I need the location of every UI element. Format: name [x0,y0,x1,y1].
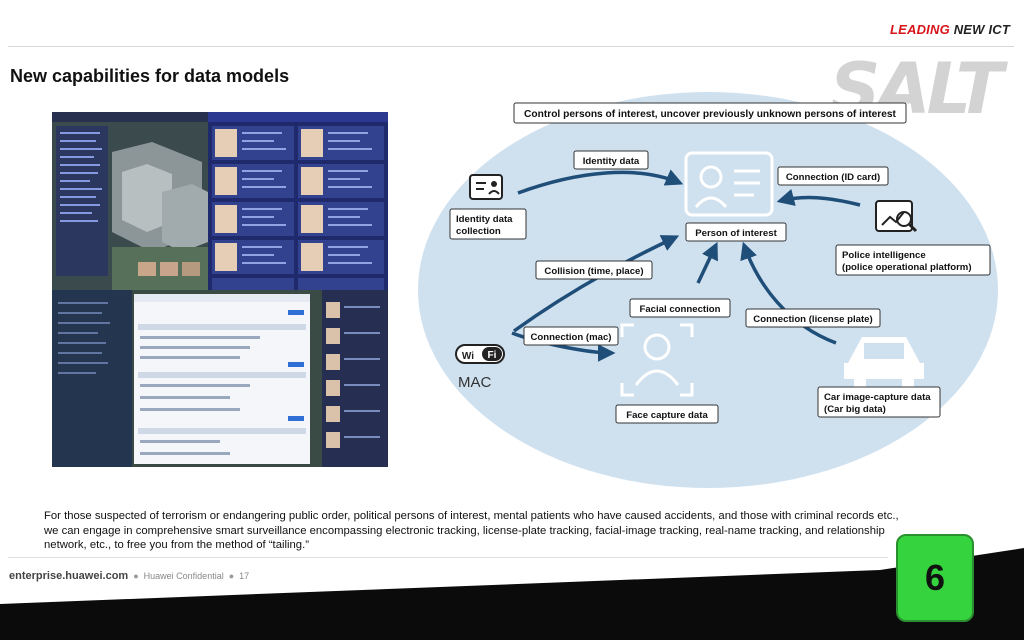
wifi-wi-text: Wi [462,351,474,362]
description-text: For those suspected of terrorism or enda… [44,510,899,551]
number-badge: 6 [896,534,974,622]
label-facial-connection: Facial connection [629,298,731,318]
slide-title: New capabilities for data models [10,66,290,86]
svg-text:(police operational platform): (police operational platform) [842,262,972,273]
footer-domain: enterprise.huawei.com [9,570,129,582]
label-person-of-interest: Person of interest [685,222,787,242]
brand-new-ict: NEW ICT [953,22,1010,37]
face-grid-panel [208,112,388,290]
label-car-capture: Car image-capture data (Car big data) [817,386,941,418]
footer-dot-2: ● [228,571,235,581]
face-scan-icon [620,323,694,397]
footer-divider [8,557,888,558]
surveillance-screenshots [52,112,388,467]
wifi-fi-text: Fi [488,350,497,361]
label-police-intelligence: Police intelligence (police operational … [835,244,991,276]
svg-text:Police intelligence: Police intelligence [842,250,926,261]
footer-dot-1: ● [133,571,139,581]
brand-tagline: LEADING NEW ICT [890,22,1010,37]
svg-text:Connection (mac): Connection (mac) [530,332,611,343]
svg-text:Car image-capture data: Car image-capture data [824,392,931,403]
footer-confidential: Huawei Confidential [143,571,224,581]
caption-control-persons: Control persons of interest, uncover pre… [524,109,897,120]
label-identity-data: Identity data [573,150,649,170]
context-ellipse [418,92,998,488]
label-connection-mac: Connection (mac) [523,326,619,346]
label-face-capture: Face capture data [615,404,719,424]
city-map-panel [52,112,208,290]
label-identity-collection: Identity data collection [449,208,527,240]
footer-page-number: 17 [239,571,250,581]
car-icon [844,337,924,387]
footer: enterprise.huawei.com ● Huawei Confidentia… [9,570,249,582]
data-model-diagram: Control persons of interest, uncover pre… [418,92,998,488]
svg-text:Person of interest: Person of interest [695,228,777,239]
svg-text:collection: collection [456,226,501,237]
svg-text:Connection (ID card): Connection (ID card) [786,172,880,183]
header-divider [8,46,1014,47]
svg-text:Face capture data: Face capture data [626,410,708,421]
svg-text:(Car big data): (Car big data) [824,404,886,415]
id-card-icon [684,151,774,217]
police-intelligence-icon [875,200,918,233]
identity-card-icon [469,174,503,200]
svg-text:Identity data: Identity data [456,214,513,225]
label-connection-id: Connection (ID card) [777,166,889,186]
svg-text:Facial connection: Facial connection [639,304,720,315]
label-connection-plate: Connection (license plate) [745,308,881,328]
brand-leading: LEADING [889,22,950,37]
svg-text:Connection (license plate): Connection (license plate) [753,314,872,325]
footer-dark-band [0,548,1024,640]
label-collision: Collision (time, place) [535,260,653,280]
svg-text:Collision (time, place): Collision (time, place) [544,266,643,277]
wifi-icon: Wi Fi [455,344,505,364]
svg-text:Identity data: Identity data [583,156,640,167]
mac-label: MAC [458,374,492,391]
search-form-panel [52,290,388,467]
